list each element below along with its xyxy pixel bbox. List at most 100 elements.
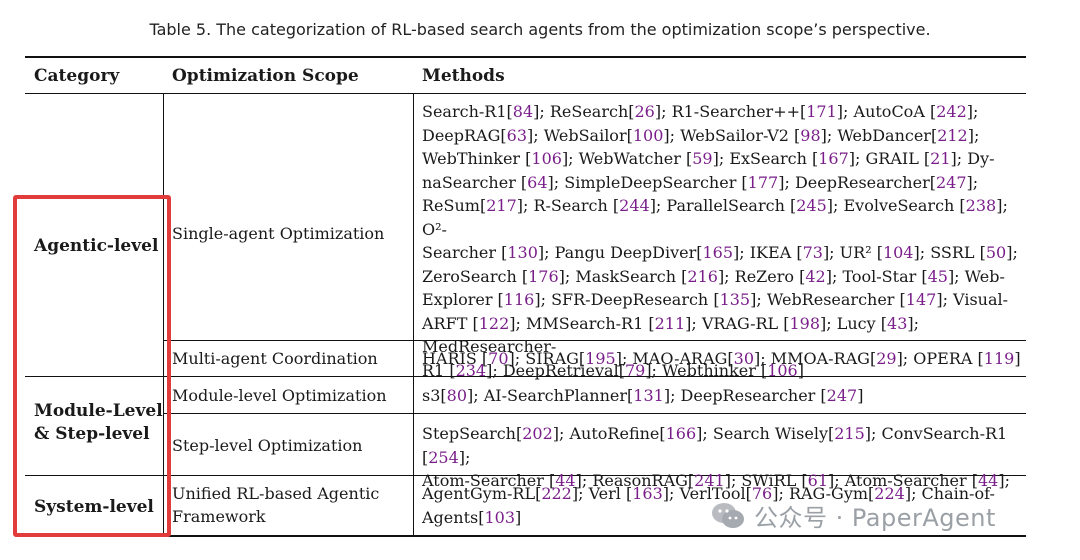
method-line: Searcher [130]; Pangu DeepDiver[165]; IK…	[422, 241, 1022, 265]
methods-step: StepSearch[202]; AutoRefine[166]; Search…	[422, 422, 1022, 493]
citation-link[interactable]: 122	[478, 313, 510, 333]
method-text: R1 [	[422, 360, 456, 380]
method-line: WebThinker [106]; WebWatcher [59]; ExSea…	[422, 147, 1022, 171]
method-text: ]; AutoCoA [	[836, 102, 937, 121]
method-text: ]; DeepResearcher[	[778, 172, 936, 192]
method-text: ];	[998, 471, 1010, 490]
citation-link[interactable]: 106	[531, 149, 562, 168]
method-text: Agents[	[422, 507, 485, 527]
method-text: ]	[515, 507, 522, 527]
citation-link[interactable]: 44	[555, 471, 576, 490]
citation-link[interactable]: 242	[936, 102, 967, 121]
citation-link[interactable]: 165	[702, 243, 734, 262]
citation-link[interactable]: 177	[747, 172, 779, 192]
citation-link[interactable]: 80	[446, 386, 467, 405]
method-text: ]; WebResearcher [	[750, 290, 906, 309]
citation-link[interactable]: 202	[522, 424, 553, 443]
citation-link[interactable]: 100	[632, 125, 664, 145]
citation-link[interactable]: 198	[789, 313, 821, 333]
method-line: s3[80]; AI-SearchPlanner[131]; DeepResea…	[422, 384, 1022, 408]
methods-multi: HARIS [70]; SIRAG[195]; MAO-ARAG[30]; MM…	[422, 347, 1022, 371]
method-text: naSearcher [	[422, 172, 528, 192]
citation-link[interactable]: 116	[503, 290, 535, 309]
citation-link[interactable]: 106	[767, 360, 798, 380]
method-line: Agents[103]	[422, 506, 1022, 530]
bottom-rule	[25, 535, 1026, 537]
citation-link[interactable]: 79	[624, 360, 646, 380]
method-text: Search-R1[	[422, 102, 513, 121]
method-text: ]; AI-SearchPlanner[	[467, 386, 634, 405]
citation-link[interactable]: 76	[751, 484, 773, 503]
method-line: Atom-Searcher [44]; ReasonRAG[241]; SWiR…	[422, 469, 1022, 493]
citation-link[interactable]: 84	[512, 102, 534, 121]
method-text: ]; MMSearch-R1 [	[509, 313, 655, 333]
method-text: ]; WebSailor[	[527, 125, 633, 145]
citation-link[interactable]: 130	[507, 243, 538, 262]
citation-link[interactable]: 73	[802, 243, 823, 262]
citation-link[interactable]: 215	[834, 424, 865, 443]
method-text: ];	[966, 102, 979, 121]
citation-link[interactable]: 167	[818, 149, 849, 168]
citation-link[interactable]: 234	[455, 360, 487, 380]
method-text: ZeroSearch [	[422, 266, 529, 286]
method-text: ]; AutoRefine[	[552, 424, 666, 443]
category-agentic: Agentic-level	[34, 236, 159, 256]
citation-link[interactable]: 176	[528, 266, 559, 286]
citation-link[interactable]: 30	[733, 349, 755, 368]
citation-link[interactable]: 224	[874, 484, 905, 503]
method-text: ];	[458, 447, 471, 467]
citation-link[interactable]: 222	[541, 484, 572, 503]
citation-link[interactable]: 64	[527, 172, 548, 192]
citation-link[interactable]: 254	[428, 447, 459, 467]
citation-link[interactable]: 98	[800, 125, 821, 145]
method-text: ]; IKEA [	[733, 243, 803, 262]
citation-link[interactable]: 245	[796, 196, 827, 215]
citation-link[interactable]: 166	[665, 424, 697, 443]
citation-link[interactable]: 103	[484, 507, 515, 527]
citation-link[interactable]: 44	[978, 471, 999, 490]
citation-link[interactable]: 61	[807, 471, 829, 490]
citation-link[interactable]: 63	[506, 125, 527, 145]
citation-link[interactable]: 104	[882, 243, 914, 262]
citation-link[interactable]: 171	[806, 102, 837, 121]
citation-link[interactable]: 21	[930, 149, 951, 168]
citation-link[interactable]: 29	[876, 349, 897, 368]
header-category: Category	[34, 66, 120, 86]
citation-link[interactable]: 135	[719, 290, 751, 309]
citation-link[interactable]: 26	[634, 102, 655, 121]
citation-link[interactable]: 43	[887, 313, 908, 333]
citation-link[interactable]: 45	[927, 266, 948, 286]
method-text: WebThinker [	[422, 149, 532, 168]
citation-link[interactable]: 50	[985, 243, 1007, 262]
citation-link[interactable]: 238	[965, 196, 997, 215]
method-text: DeepRAG[	[422, 125, 507, 145]
citation-link[interactable]: 42	[805, 266, 826, 286]
citation-link[interactable]: 217	[486, 196, 517, 215]
header-rule	[25, 93, 1026, 94]
top-rule	[25, 56, 1026, 58]
citation-link[interactable]: 247	[935, 172, 967, 192]
citation-link[interactable]: 244	[619, 196, 650, 215]
citation-link[interactable]: 119	[983, 349, 1015, 368]
method-text: ]; Lucy [	[820, 313, 888, 333]
citation-link[interactable]: 211	[654, 313, 686, 333]
citation-link[interactable]: 59	[692, 149, 713, 168]
citation-link[interactable]: 212	[937, 125, 968, 145]
method-text: ]; ReSearch[	[533, 102, 635, 121]
method-text: ]; RAG-Gym[	[772, 484, 875, 503]
method-line: ZeroSearch [176]; MaskSearch [216]; ReZe…	[422, 265, 1022, 289]
citation-link[interactable]: 216	[687, 266, 718, 286]
citation-link[interactable]: 241	[694, 471, 725, 490]
citation-link[interactable]: 147	[905, 290, 937, 309]
methods-unified: AgentGym-RL[222]; Verl [163]; VerlTool[7…	[422, 482, 1022, 529]
scope-unified-line2: Framework	[172, 507, 266, 526]
method-text: ]; ReasonRAG[	[575, 471, 695, 490]
method-text: HARIS [	[422, 349, 489, 368]
citation-link[interactable]: 163	[632, 484, 663, 503]
method-text: ]; SWiRL [	[724, 471, 808, 490]
citation-link[interactable]: 131	[633, 386, 664, 405]
citation-link[interactable]: 247	[826, 386, 858, 405]
citation-link[interactable]: 195	[585, 349, 616, 368]
method-text: Explorer [	[422, 290, 504, 309]
citation-link[interactable]: 70	[488, 349, 509, 368]
